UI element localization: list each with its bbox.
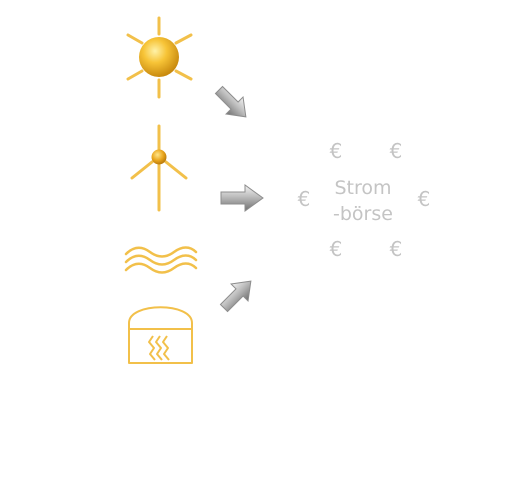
exchange-label-line1: Strom [334, 177, 392, 199]
water-waves-icon [124, 246, 198, 274]
euro-icon: € [417, 187, 431, 211]
sun-icon [126, 16, 193, 99]
euro-icon: € [297, 187, 311, 211]
arrow-icon [219, 280, 252, 313]
euro-icon: € [389, 139, 403, 163]
exchange-label-line2: -börse [333, 203, 393, 225]
arrow-icon [220, 184, 264, 212]
euro-icon: € [389, 237, 403, 261]
euro-icon: € [329, 237, 343, 261]
geothermal-plant-icon [128, 306, 193, 364]
arrow-icon [214, 85, 247, 118]
euro-icon: € [329, 139, 343, 163]
wind-turbine-icon [130, 124, 188, 212]
